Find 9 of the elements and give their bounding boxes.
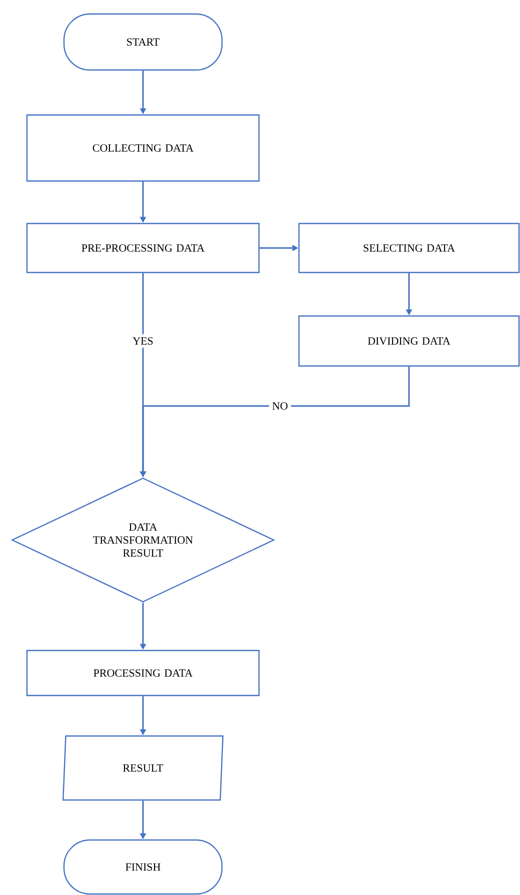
- edge-label: YES: [130, 334, 156, 348]
- process-box: PRE-PROCESSING DATA: [26, 222, 260, 274]
- terminal-box: START: [63, 13, 223, 71]
- edge-label: NO: [269, 399, 291, 413]
- process-box: PROCESSING DATA: [26, 650, 260, 696]
- terminal-box: FINISH: [63, 839, 223, 895]
- process-box: SELECTING DATA: [298, 222, 520, 274]
- process-box: COLLECTING DATA: [26, 114, 260, 182]
- process-box: DIVIDING DATA: [298, 315, 520, 367]
